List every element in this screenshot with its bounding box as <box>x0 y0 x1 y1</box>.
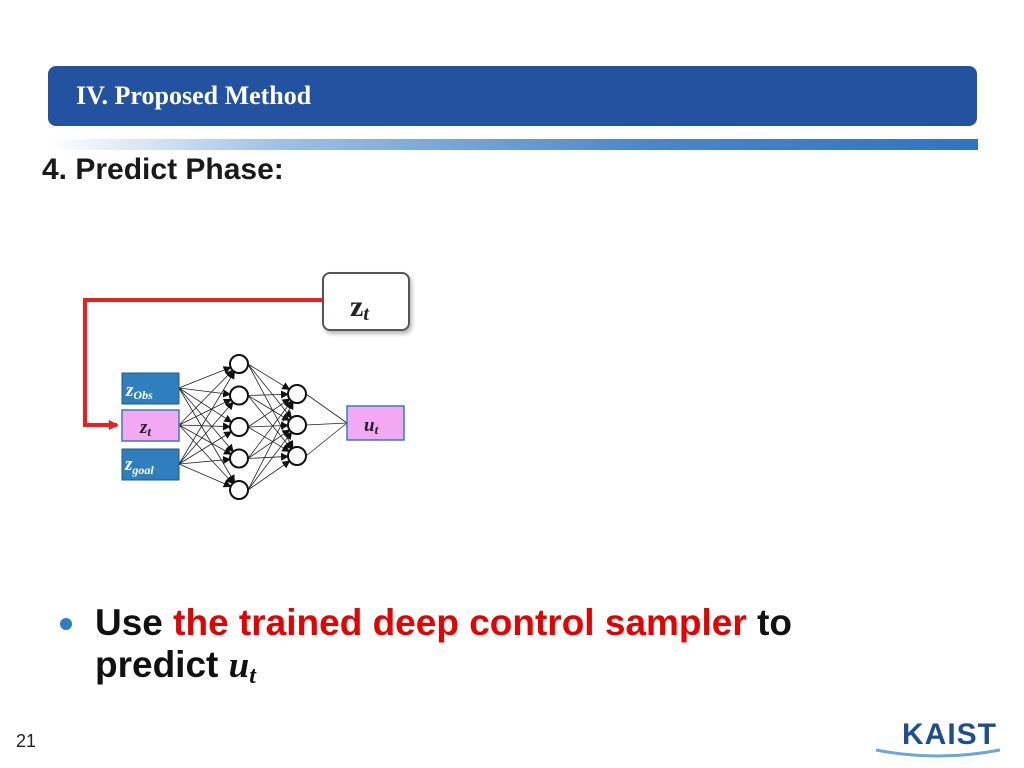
input-goal-main: z <box>124 454 133 475</box>
network-edge <box>247 363 291 390</box>
input-obs-main: z <box>125 380 134 401</box>
svg-text:zt: zt <box>350 290 370 325</box>
network-edge <box>178 463 232 488</box>
header-bar: IV. Proposed Method <box>48 66 977 126</box>
hidden-layer-1-node <box>229 417 249 437</box>
slide-header-title: IV. Proposed Method <box>76 81 312 110</box>
network-edge <box>178 422 232 431</box>
hidden-layer-2-node <box>287 384 307 404</box>
svg-text:zgoal: zgoal <box>124 454 154 477</box>
feedback-state-box: zt <box>322 272 410 331</box>
bullet-line2: predict <box>95 644 229 685</box>
network-edge <box>178 431 233 465</box>
hidden-layer-2-node <box>287 446 307 466</box>
network-edge <box>247 401 294 491</box>
network-edge <box>178 401 234 465</box>
input-goal-sub: goal <box>131 463 154 477</box>
network-edge <box>178 398 232 426</box>
input-z-goal-box: zgoal <box>121 448 180 481</box>
bullet-highlight: the trained deep control sampler <box>173 602 747 643</box>
network-edge <box>178 366 232 389</box>
hidden-layer-1-node <box>229 354 249 374</box>
page-number: 21 <box>16 731 37 751</box>
network-edge <box>178 369 234 426</box>
bullet-suffix: to <box>746 602 792 643</box>
network-edge <box>247 431 293 491</box>
network-edge <box>247 421 290 430</box>
feedback-label-sub: t <box>363 303 370 325</box>
svg-text:zt: zt <box>139 417 151 439</box>
network-edge <box>247 398 291 428</box>
network-edge <box>247 395 291 421</box>
network-nodes <box>229 354 307 500</box>
network-connections <box>178 363 348 491</box>
output-u-t-box: ut <box>346 405 405 441</box>
network-edge <box>247 460 291 491</box>
bullet-point: Use the trained deep control sampler to … <box>60 602 920 697</box>
header-underline <box>48 139 978 150</box>
network-edge <box>178 424 234 485</box>
network-edge <box>247 400 293 459</box>
network-edge <box>247 390 290 399</box>
bullet-variable-main: u <box>228 645 250 686</box>
hidden-layer-1-node <box>229 448 249 469</box>
network-edge <box>178 424 233 455</box>
feedback-arrow <box>83 298 323 430</box>
network-edge <box>178 455 232 465</box>
network-edge <box>247 429 291 459</box>
input-z-t-box: zt <box>121 409 180 442</box>
bullet-prefix: Use <box>95 602 174 643</box>
output-main: u <box>364 415 375 436</box>
svg-text:zObs: zObs <box>125 380 153 402</box>
network-edge <box>178 387 234 453</box>
output-sub: t <box>375 422 379 437</box>
network-edge <box>305 422 348 426</box>
section-title: 4. Predict Phase: <box>42 153 284 186</box>
bullet-text: Use the trained deep control sampler to … <box>95 602 920 697</box>
hidden-layer-1-node <box>229 385 249 406</box>
network-edge <box>247 452 290 461</box>
network-edge <box>247 426 291 452</box>
network-edge <box>178 387 235 484</box>
input-obs-sub: Obs <box>133 388 153 402</box>
input-zt-main: z <box>139 417 148 438</box>
hidden-layer-2-node <box>287 415 307 435</box>
hidden-layer-1-node <box>229 480 249 500</box>
network-edge <box>305 393 348 424</box>
network-edge <box>178 387 233 423</box>
network-edge <box>247 363 294 449</box>
logo-text: KAIST <box>902 718 997 751</box>
logo-swoosh <box>875 748 1001 758</box>
network-edge <box>178 370 235 465</box>
input-z-obs-box: zObs <box>121 372 180 405</box>
bullet-variable-sub: t <box>249 663 256 689</box>
bullet-dot-icon <box>60 618 72 630</box>
feedback-label-main: z <box>350 290 363 323</box>
network-edge <box>305 422 348 457</box>
input-zt-sub: t <box>147 424 151 439</box>
network-edge <box>247 395 292 450</box>
kaist-logo: KAIST <box>875 718 1001 758</box>
svg-text:ut: ut <box>364 415 379 437</box>
